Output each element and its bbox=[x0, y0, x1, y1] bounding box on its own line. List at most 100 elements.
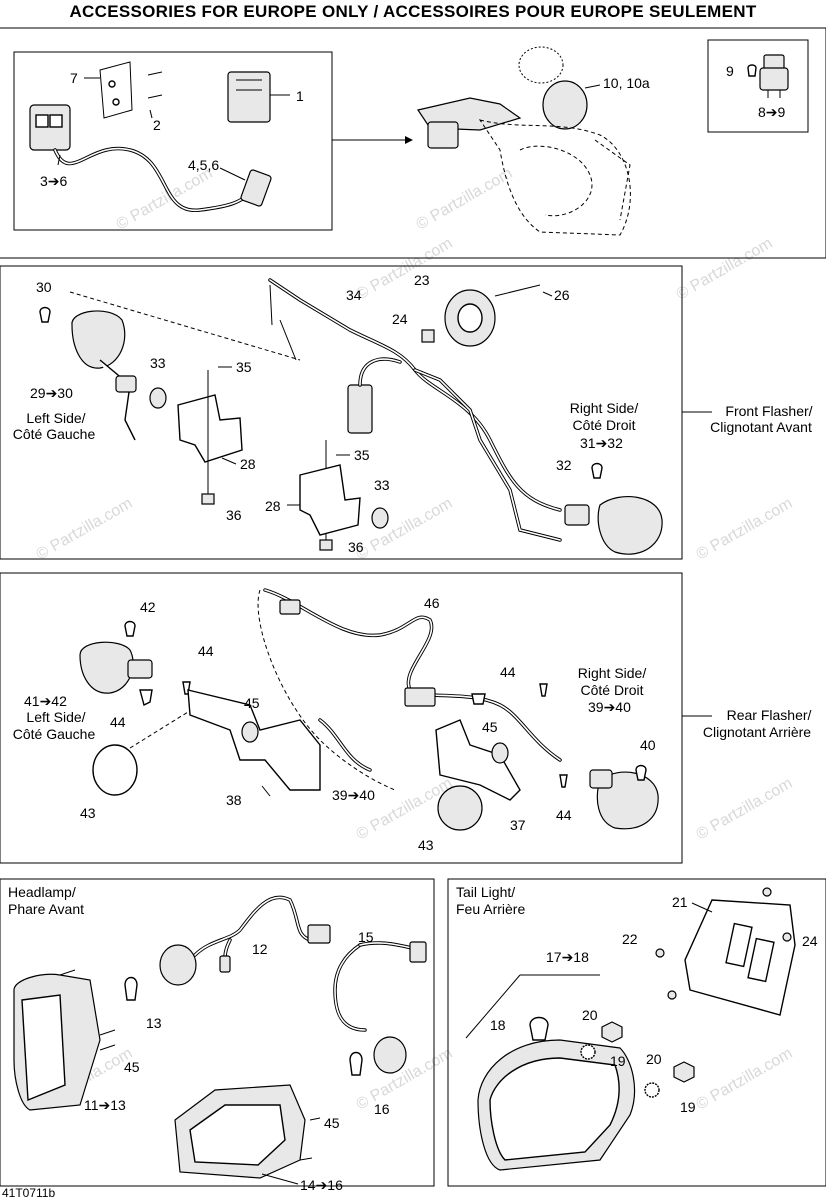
watermark: © Partzilla.com bbox=[694, 1045, 796, 1114]
front-right-side: Right Side/ bbox=[570, 400, 639, 416]
callout-21: 21 bbox=[672, 894, 688, 910]
section-frame bbox=[0, 27, 826, 259]
watermark: © Partzilla.com bbox=[354, 495, 456, 564]
rear-flasher-section: Rear Flasher/ Clignotant Arrière 46 42 4 bbox=[0, 572, 812, 864]
callout-19-a: 19 bbox=[610, 1053, 626, 1069]
indicator-box bbox=[707, 39, 809, 133]
callout-44-d: 44 bbox=[556, 807, 572, 823]
callout-34: 34 bbox=[346, 287, 362, 303]
callout-13: 13 bbox=[146, 1015, 162, 1031]
callout-9: 9 bbox=[726, 63, 734, 79]
front-flasher-title-fr: Clignotant Avant bbox=[710, 419, 812, 435]
callout-43-left: 43 bbox=[80, 805, 96, 821]
watermark: © Partzilla.com bbox=[694, 495, 796, 564]
watermark: © Partzilla.com bbox=[414, 165, 516, 234]
watermarks: © Partzilla.com © Partzilla.com © Partzi… bbox=[34, 165, 796, 1114]
tail-lamp bbox=[465, 974, 695, 1171]
figure-code: 41T0711b bbox=[2, 1186, 55, 1200]
callout-17-18: 17➔18 bbox=[546, 949, 589, 965]
rear-flasher-title: Rear Flasher/ bbox=[727, 707, 812, 723]
callout-46: 46 bbox=[424, 595, 440, 611]
callout-36-right: 36 bbox=[348, 539, 364, 555]
callout-37: 37 bbox=[510, 817, 526, 833]
front-left-side-fr: Côté Gauche bbox=[13, 426, 96, 442]
front-flasher-title: Front Flasher/ bbox=[725, 403, 812, 419]
watermark: © Partzilla.com bbox=[114, 165, 216, 234]
callout-31-32: 31➔32 bbox=[580, 435, 623, 451]
callout-40: 40 bbox=[640, 737, 656, 753]
vehicle-front-illustration bbox=[417, 46, 631, 236]
front-right-side-fr: Côté Droit bbox=[572, 417, 635, 433]
watermark: © Partzilla.com bbox=[354, 235, 456, 304]
watermark: © Partzilla.com bbox=[694, 775, 796, 844]
callout-7: 7 bbox=[70, 70, 78, 86]
left-front-flasher bbox=[71, 310, 243, 505]
section-frame bbox=[0, 572, 683, 864]
callout-44-a: 44 bbox=[198, 643, 214, 659]
headlamp-title-fr: Phare Avant bbox=[8, 901, 84, 917]
right-front-flasher bbox=[564, 462, 663, 555]
callout-1: 1 bbox=[296, 88, 304, 104]
headlamp-harness bbox=[124, 895, 427, 1076]
switch-kit-box bbox=[13, 51, 333, 231]
callout-15: 15 bbox=[358, 929, 374, 945]
callout-8-9: 8➔9 bbox=[758, 104, 786, 120]
license-bracket bbox=[655, 887, 796, 1016]
right-front-bracket bbox=[299, 440, 389, 551]
callout-29-30: 29➔30 bbox=[30, 385, 73, 401]
watermark: © Partzilla.com bbox=[674, 235, 776, 304]
callout-19-b: 19 bbox=[680, 1099, 696, 1115]
rear-right-side: Right Side/ bbox=[578, 665, 647, 681]
rear-right-side-fr: Côté Droit bbox=[580, 682, 643, 698]
callout-24: 24 bbox=[392, 311, 408, 327]
switch-assembly bbox=[29, 61, 272, 212]
callout-39-40-left: 39➔40 bbox=[332, 787, 375, 803]
callout-41-42: 41➔42 bbox=[24, 693, 67, 709]
headlamp-left bbox=[13, 969, 116, 1111]
callout-12: 12 bbox=[252, 941, 268, 957]
callout-35-right: 35 bbox=[354, 447, 370, 463]
callout-45-right: 45 bbox=[324, 1115, 340, 1131]
callout-44-b: 44 bbox=[110, 714, 126, 730]
headlamp-title: Headlamp/ bbox=[8, 884, 76, 900]
callout-22: 22 bbox=[622, 931, 638, 947]
callout-3-6: 3➔6 bbox=[40, 173, 68, 189]
rear-harness bbox=[257, 588, 562, 791]
horn bbox=[421, 284, 541, 347]
callout-18: 18 bbox=[490, 1017, 506, 1033]
callout-10-10a: 10, 10a bbox=[603, 75, 650, 91]
callout-24: 24 bbox=[802, 933, 818, 949]
callout-43-right: 43 bbox=[418, 837, 434, 853]
section-frame bbox=[0, 878, 435, 1187]
callout-32: 32 bbox=[556, 457, 572, 473]
callout-16: 16 bbox=[374, 1101, 390, 1117]
front-flasher-section: Front Flasher/ Clignotant Avant 30 29➔30… bbox=[0, 265, 813, 560]
callout-45-left: 45 bbox=[244, 695, 260, 711]
callout-38: 38 bbox=[226, 792, 242, 808]
callout-28-right: 28 bbox=[265, 498, 281, 514]
watermark: © Partzilla.com bbox=[34, 495, 136, 564]
callout-44-c: 44 bbox=[500, 664, 516, 680]
page-title: ACCESSORIES FOR EUROPE ONLY / ACCESSOIRE… bbox=[69, 2, 757, 21]
callout-4-5-6: 4,5,6 bbox=[188, 157, 219, 173]
callout-26: 26 bbox=[554, 287, 570, 303]
rear-flasher-title-fr: Clignotant Arrière bbox=[703, 724, 811, 740]
callout-20-a: 20 bbox=[582, 1007, 598, 1023]
right-rear-flasher bbox=[435, 683, 659, 831]
indicator-lamp bbox=[747, 54, 789, 98]
callout-23: 23 bbox=[414, 272, 430, 288]
headlamp-section: Headlamp/ Phare Avant 12 15 13 bbox=[0, 878, 435, 1193]
callout-45-left: 45 bbox=[124, 1059, 140, 1075]
callout-33: 33 bbox=[150, 355, 166, 371]
section-frame bbox=[447, 878, 826, 1187]
tail-light-title: Tail Light/ bbox=[456, 884, 515, 900]
front-left-side: Left Side/ bbox=[26, 410, 85, 426]
callout-20-b: 20 bbox=[646, 1051, 662, 1067]
tail-light-title-fr: Feu Arrière bbox=[456, 901, 525, 917]
callout-35: 35 bbox=[236, 359, 252, 375]
accessories-section: 7 1 2 3➔6 4,5,6 10, 10a 9 8➔9 bbox=[0, 27, 826, 259]
callout-36: 36 bbox=[226, 507, 242, 523]
callout-2: 2 bbox=[153, 117, 161, 133]
callout-14-16: 14➔16 bbox=[300, 1177, 343, 1193]
